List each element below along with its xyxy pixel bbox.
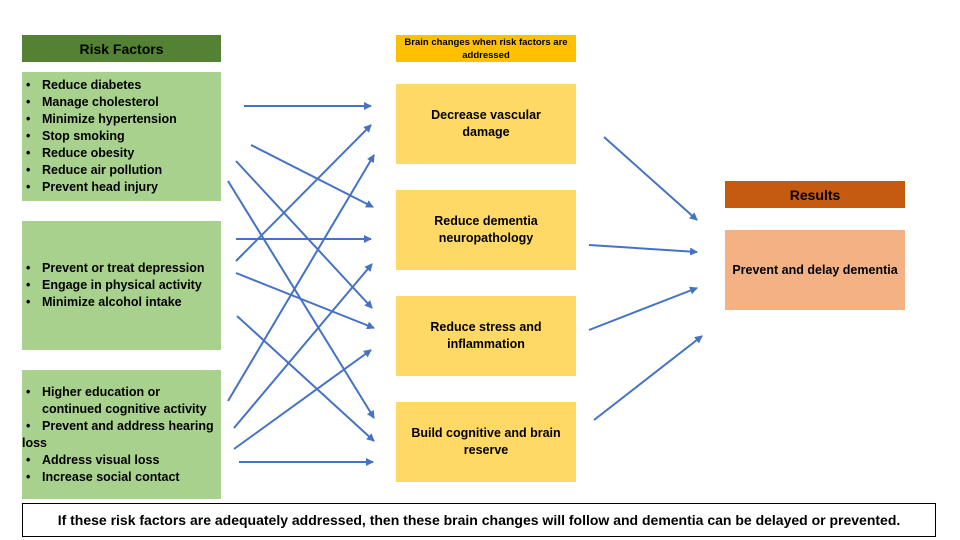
risk-factor-item: Minimize hypertension	[26, 111, 221, 128]
risk-factor-item: Increase social contact	[26, 469, 221, 486]
footer-statement: If these risk factors are adequately add…	[22, 503, 936, 537]
brain-change-3: Reduce stress and inflammation	[396, 296, 576, 376]
brain-change-4: Build cognitive and brain reserve	[396, 402, 576, 482]
brain-change-1: Decrease vascular damage	[396, 84, 576, 164]
risk-factor-item: continued cognitive activity	[42, 401, 207, 416]
arrow-risk-group-1-to-brain-change-4	[227, 180, 375, 419]
risk-factor-item: Reduce diabetes	[26, 77, 221, 94]
risk-factor-item: Prevent and address hearing	[26, 418, 221, 435]
risk-factor-item: Stop smoking	[26, 128, 221, 145]
risk-factor-item: Minimize alcohol intake	[26, 294, 221, 311]
arrow-risk-group-3-to-brain-change-2	[233, 263, 373, 429]
risk-factor-item: Higher education or	[26, 384, 221, 401]
arrow-risk-group-1-to-brain-change-3	[235, 160, 373, 309]
brain-change-label: Build cognitive and brain reserve	[411, 426, 561, 457]
arrow-brain-change-4-to-results	[593, 335, 703, 421]
risk-factor-item: Prevent head injury	[26, 179, 221, 196]
brain-change-label: Decrease vascular damage	[431, 108, 541, 139]
brain-change-label: Reduce stress and inflammation	[430, 320, 542, 351]
arrow-brain-change-2-to-results	[588, 244, 698, 256]
arrow-risk-group-2-to-brain-change-3	[235, 272, 375, 330]
risk-factors-title: Risk Factors	[79, 40, 164, 57]
arrow-brain-change-3-to-results	[588, 286, 698, 331]
results-header: Results	[725, 181, 905, 208]
risk-factor-item: Reduce obesity	[26, 145, 221, 162]
arrow-risk-group-2-to-brain-change-1	[235, 124, 372, 262]
arrow-risk-group-2-to-brain-change-4	[236, 315, 375, 442]
results-label: Prevent and delay dementia	[732, 263, 898, 277]
risk-group-1: Reduce diabetesManage cholesterolMinimiz…	[22, 72, 221, 201]
brain-changes-title: Brain changes when risk factors are addr…	[404, 36, 568, 61]
arrow-risk-group-3-to-brain-change-1	[227, 154, 375, 402]
footer-text: If these risk factors are adequately add…	[57, 512, 901, 528]
arrow-risk-group-3-to-brain-change-3	[233, 349, 372, 450]
risk-list: Reduce diabetesManage cholesterolMinimiz…	[22, 77, 221, 196]
results-title: Results	[789, 186, 841, 203]
risk-list: Prevent or treat depressionEngage in phy…	[22, 260, 221, 311]
results-box: Prevent and delay dementia	[725, 230, 905, 310]
risk-group-2: Prevent or treat depressionEngage in phy…	[22, 221, 221, 350]
arrow-brain-change-1-to-results	[603, 136, 698, 221]
risk-factor-item: Engage in physical activity	[26, 277, 221, 294]
risk-factors-header: Risk Factors	[22, 35, 221, 62]
risk-factor-item: Prevent or treat depression	[26, 260, 221, 277]
brain-changes-header: Brain changes when risk factors are addr…	[396, 35, 576, 62]
brain-change-label: Reduce dementia neuropathology	[434, 214, 538, 245]
risk-factor-item: Manage cholesterol	[26, 94, 221, 111]
risk-factor-item: Address visual loss	[26, 452, 221, 469]
brain-change-2: Reduce dementia neuropathology	[396, 190, 576, 270]
risk-factor-item: loss	[22, 435, 48, 450]
risk-factor-item: Reduce air pollution	[26, 162, 221, 179]
arrow-risk-group-1-to-brain-change-2	[250, 144, 374, 208]
